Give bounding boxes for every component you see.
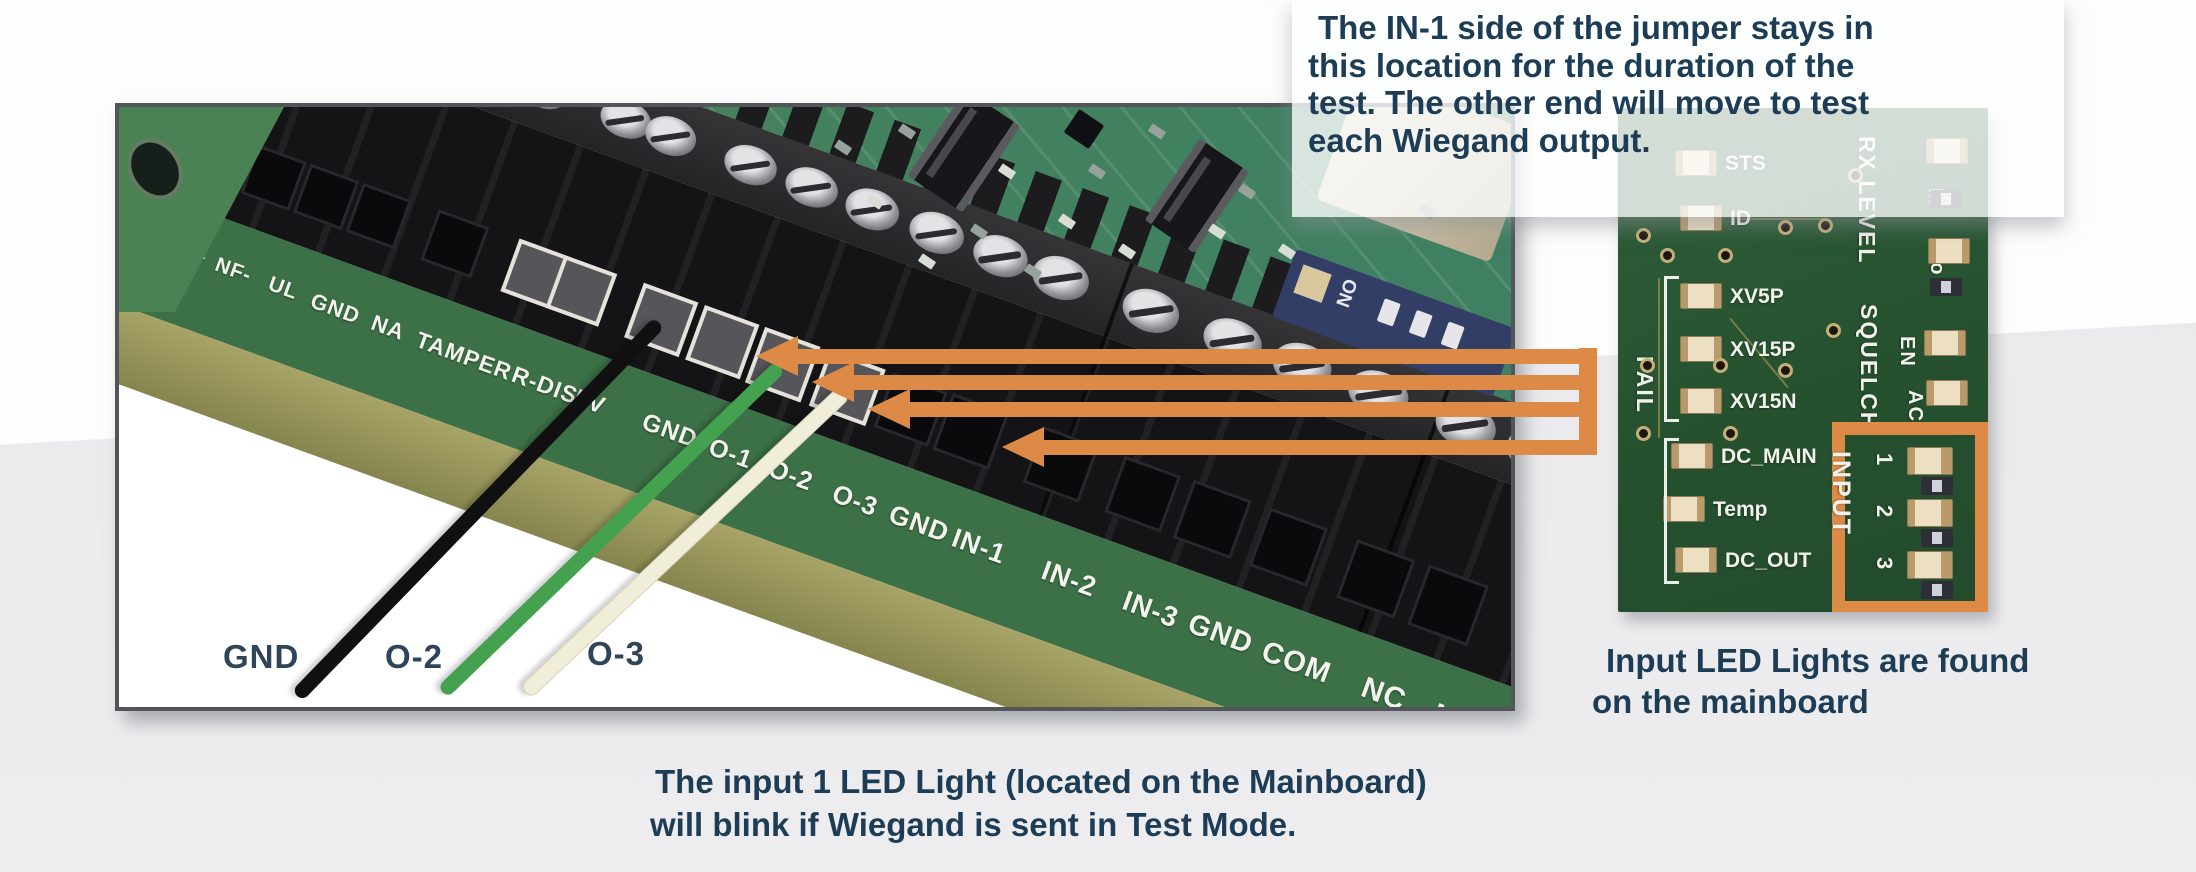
mounting-hole <box>119 128 195 210</box>
input-led-note-line: Input LED Lights are found <box>1606 642 2030 679</box>
blink-note-line: The input 1 LED Light (located on the Ma… <box>655 763 1427 800</box>
via-dot <box>1636 228 1651 243</box>
gnd-wire-label: GND <box>223 638 300 675</box>
blink-note: The input 1 LED Light (located on the Ma… <box>650 760 1427 846</box>
via-dot <box>1713 358 1728 373</box>
input-led <box>1907 447 1953 475</box>
jumper-note-line: test. The other end will move to test <box>1308 84 1870 121</box>
resistor <box>1921 529 1953 547</box>
dip-nub <box>1408 309 1433 339</box>
input-led-note-line: on the mainboard <box>1592 683 1869 720</box>
via-dot <box>1818 218 1833 233</box>
jumper-arrow-head <box>868 389 910 429</box>
via-dot <box>1778 363 1793 378</box>
led-indicator <box>1675 547 1717 573</box>
led-indicator <box>1680 283 1722 309</box>
dip-on-label: ON <box>1331 275 1361 310</box>
via-dot <box>1660 248 1675 263</box>
jumper-arrow-bar <box>796 348 1597 364</box>
led-indicator <box>1924 330 1966 356</box>
input-channel-number: 1 <box>1872 453 1897 468</box>
led-indicator <box>1663 496 1705 522</box>
pcb-trace <box>1738 218 1828 220</box>
via-dot <box>1723 426 1738 441</box>
led-indicator <box>1928 238 1970 264</box>
jumper-note-line: this location for the duration of the <box>1308 46 1855 84</box>
jumper-arrow-bar <box>908 401 1597 417</box>
jumper-arrow-head <box>756 336 798 376</box>
input-led-note: Input LED Lights are found on the mainbo… <box>1592 640 2029 722</box>
via-dot <box>1778 220 1793 235</box>
led-label: DC_MAIN <box>1721 445 1817 468</box>
jumper-note-line: The IN-1 side of the jumper stays in <box>1318 9 1874 46</box>
pcb-trace <box>1658 278 1660 438</box>
input-led-highlight-box: INPUT 1 2 3 <box>1827 422 1988 612</box>
resistor <box>1921 477 1953 495</box>
led-group-bracket <box>1664 438 1679 584</box>
dip-nub <box>1376 298 1401 327</box>
led-label: Temp <box>1713 498 1768 521</box>
resistor <box>1921 581 1953 599</box>
jumper-note: The IN-1 side of the jumper stays in thi… <box>1292 0 2064 217</box>
input-led <box>1907 551 1953 579</box>
side-led-label: EN <box>1896 336 1918 368</box>
input-channel-number: 2 <box>1872 505 1897 520</box>
led-indicator <box>1926 380 1968 406</box>
led-label: DC_OUT <box>1725 549 1812 572</box>
resistor <box>1930 278 1962 296</box>
led-indicator <box>1680 336 1722 362</box>
via-dot <box>1826 323 1841 338</box>
led-label: XV15P <box>1730 338 1796 361</box>
led-label: XV15N <box>1730 390 1797 413</box>
input-label: INPUT <box>1827 451 1855 536</box>
jumper-note-line: each Wiegand output. <box>1308 121 1651 159</box>
jumper-arrow-head <box>812 362 854 402</box>
o3-wire-label: O-3 <box>587 635 646 672</box>
jumper-arrow-head <box>1002 427 1044 467</box>
led-group-bracket <box>1664 276 1679 422</box>
side-led-label: AC <box>1904 390 1926 423</box>
via-dot <box>1636 426 1651 441</box>
input-led <box>1907 499 1953 527</box>
squelch-label: SQUELCH <box>1856 304 1882 431</box>
dip-nub <box>1440 321 1465 350</box>
led-indicator <box>1671 443 1713 469</box>
blink-note-line: will blink if Wiegand is sent in Test Mo… <box>650 806 1297 843</box>
dip-pad <box>1293 264 1332 303</box>
led-indicator <box>1680 388 1722 414</box>
jumper-arrow-bar <box>1042 439 1597 455</box>
led-label: XV5P <box>1730 285 1784 308</box>
jumper-arrow-bar <box>852 374 1597 390</box>
input-channel-number: 3 <box>1872 557 1897 572</box>
via-dot <box>1640 358 1655 373</box>
o2-wire-label: O-2 <box>385 638 444 675</box>
via-dot <box>1718 248 1733 263</box>
